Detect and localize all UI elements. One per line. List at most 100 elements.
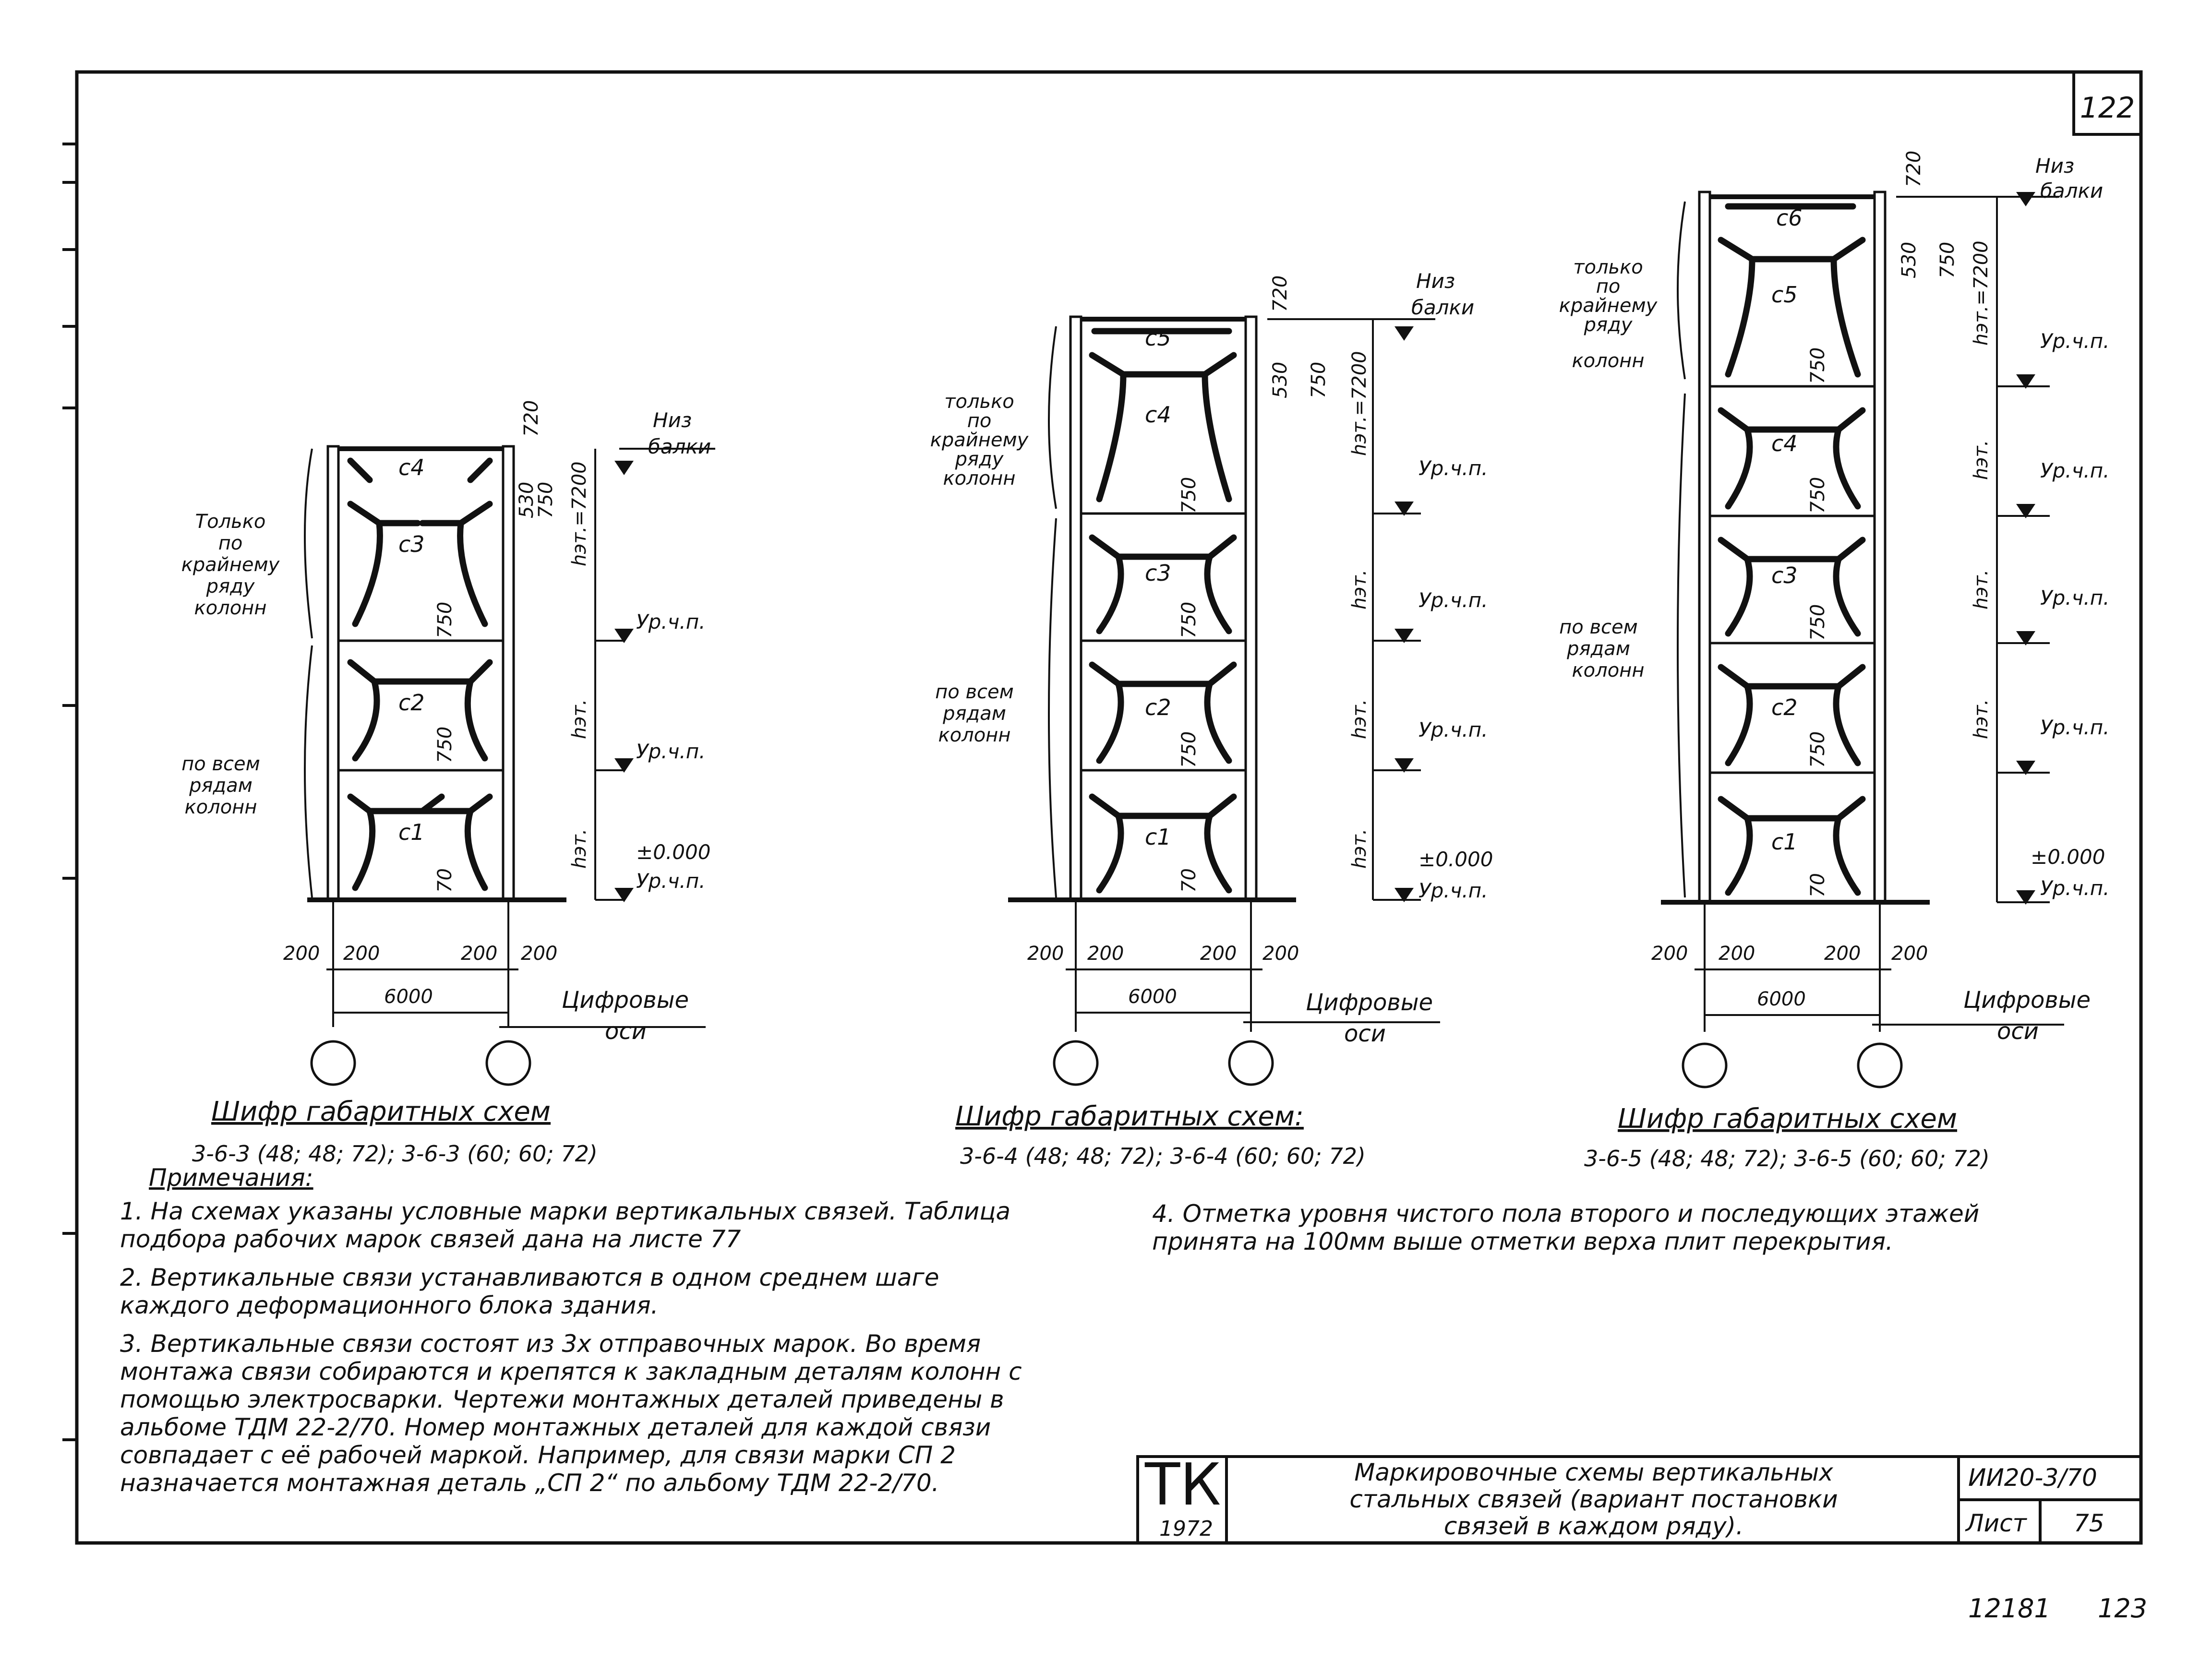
outer-row-line-1: Только (195, 511, 266, 533)
outer-row-line-3: крайнему (930, 429, 1029, 451)
dim-530: 530 (1898, 242, 1920, 278)
all-rows-line-2: рядам (942, 703, 1006, 725)
zero-mark: ±0.000 (1419, 848, 1493, 871)
scheme-title: Шифр габаритных схем (1618, 1103, 1957, 1135)
dim-720: 720 (1903, 151, 1925, 187)
floor-level-2: Ур.ч.п. (2040, 459, 2110, 482)
outer-row-line-3: крайнему (181, 554, 280, 576)
dim-720: 720 (1269, 275, 1291, 312)
axis-bubble-left (310, 1040, 356, 1086)
column-left (1069, 315, 1082, 901)
floor-level-1: Ур.ч.п. (2040, 329, 2110, 353)
dim-200-b: 200 (1087, 943, 1124, 965)
beam-bottom-2: балки (1411, 296, 1474, 319)
beam-bottom-1: Низ (653, 408, 692, 432)
floor-level-2: Ур.ч.п. (636, 740, 706, 763)
axis-bubble-right (1228, 1040, 1274, 1086)
scheme-title: Шифр габаритных схем (211, 1096, 551, 1127)
digital-axes-2: оси (605, 1018, 647, 1045)
bay-label-c6: с6 (1776, 205, 1803, 231)
outer-row-line-4: ряду (1584, 314, 1633, 336)
outer-row-line-4: ряду (955, 448, 1004, 470)
page-number-box: 122 (2072, 71, 2142, 136)
scheme-2: с1 с2 с3 с4 с5 только по крайнему ряду к… (930, 269, 1493, 1169)
outer-row-line-2: по (218, 532, 243, 554)
all-rows-line-2: рядам (189, 775, 252, 797)
note-3: 3. Вертикальные связи состоят из 3х отпр… (120, 1330, 1022, 1497)
dim-70: 70 (1807, 873, 1829, 897)
dim-6000: 6000 (1128, 986, 1177, 1008)
floor-level-4: Ур.ч.п. (2040, 716, 2110, 739)
bay-label-c3: с3 (1145, 560, 1171, 586)
bay-label-c5: с5 (1771, 282, 1798, 308)
dim-750-b: 750 (1807, 477, 1829, 514)
outer-row-line-5: колонн (943, 467, 1016, 490)
story-height-top: hэт.=7200 (1348, 351, 1370, 456)
title-line-2: стальных связей (вариант постановки (1349, 1485, 1838, 1513)
beam-bottom-2: балки (648, 435, 711, 458)
bottom-stamp-2: 123 (2098, 1593, 2147, 1624)
floor-level-3: Ур.ч.п. (1419, 718, 1488, 741)
bay-label-c4: с4 (1145, 402, 1171, 428)
title-block-sheet-number: 75 (2074, 1509, 2104, 1537)
dim-750-d: 750 (1807, 731, 1829, 768)
dim-750-top: 750 (535, 482, 557, 518)
digital-axes-2: оси (1344, 1020, 1386, 1047)
beam-bottom-2: балки (2040, 179, 2103, 203)
column-right (1244, 315, 1258, 901)
dim-200-c: 200 (1200, 943, 1237, 965)
axis-bubble-left (1053, 1040, 1099, 1086)
page-number: 122 (2080, 91, 2135, 125)
story-height-2: hэт. (1970, 699, 1992, 739)
scheme-codes: 3-6-4 (48; 48; 72); 3-6-4 (60; 60; 72) (960, 1143, 1366, 1169)
floor-level-1: Ур.ч.п. (636, 610, 706, 633)
dim-70: 70 (1178, 868, 1200, 893)
dim-200-a: 200 (1027, 943, 1064, 965)
dim-750-top: 750 (1308, 362, 1330, 398)
dim-200-a: 200 (283, 943, 320, 965)
all-rows-line-1: по всем (935, 681, 1014, 703)
outer-row-line-5: колонн (1572, 350, 1645, 372)
bay-label-c1: с1 (398, 819, 425, 845)
all-rows-line-3: колонн (1572, 659, 1645, 681)
title-line-3: связей в каждом ряду). (1443, 1512, 1744, 1540)
story-height-3: hэт. (1348, 570, 1370, 609)
bottom-stamp: 12181 (1968, 1593, 2051, 1624)
dim-750-a: 750 (1178, 477, 1200, 514)
beam-bottom-1: Низ (1416, 269, 1455, 293)
bay-label-c2: с2 (1145, 694, 1171, 720)
dim-750-c: 750 (1807, 604, 1829, 641)
note-1: 1. На схемах указаны условные марки верт… (120, 1197, 1011, 1253)
dim-200-b: 200 (343, 943, 380, 965)
bay-label-c1: с1 (1771, 829, 1798, 855)
story-height-1: hэт. (1348, 829, 1370, 869)
notes: Примечания: 1. На схемах указаны условны… (120, 1164, 1056, 1507)
dim-750-a: 750 (1807, 347, 1829, 384)
margin-ticks (62, 143, 77, 1441)
floor-level-4: Ур.ч.п. (1419, 879, 1488, 902)
column-right (1873, 191, 1887, 904)
all-rows-line-1: по всем (1559, 616, 1638, 638)
sheet-frame (75, 70, 2143, 1545)
bay-label-c2: с2 (1771, 694, 1798, 720)
bay-label-c5: с5 (1145, 325, 1171, 351)
zero-mark: ±0.000 (2031, 845, 2105, 869)
title-block-org: ТК (1145, 1452, 1221, 1518)
axis-bubble-right (1857, 1042, 1903, 1088)
all-rows-line-2: рядам (1566, 638, 1630, 660)
dim-750-c: 750 (1178, 731, 1200, 768)
dim-6000: 6000 (1757, 988, 1806, 1010)
floor-level-1: Ур.ч.п. (1419, 456, 1488, 480)
axis-bubble-left (1682, 1042, 1728, 1088)
dim-200-d: 200 (1262, 943, 1299, 965)
dim-200-d: 200 (1891, 943, 1928, 965)
floor-level-3: Ур.ч.п. (636, 869, 706, 893)
title-block-sheet-label: Лист (1966, 1509, 2027, 1537)
bay-label-c2: с2 (398, 690, 425, 716)
digital-axes-1: Цифровые (1963, 987, 2091, 1014)
outer-row-line-5: колонн (194, 597, 267, 619)
digital-axes-1: Цифровые (562, 987, 689, 1014)
dim-200-c: 200 (461, 943, 497, 965)
note-4: 4. Отметка уровня чистого пола второго и… (1152, 1200, 1980, 1255)
title-block (1136, 1455, 2142, 1544)
